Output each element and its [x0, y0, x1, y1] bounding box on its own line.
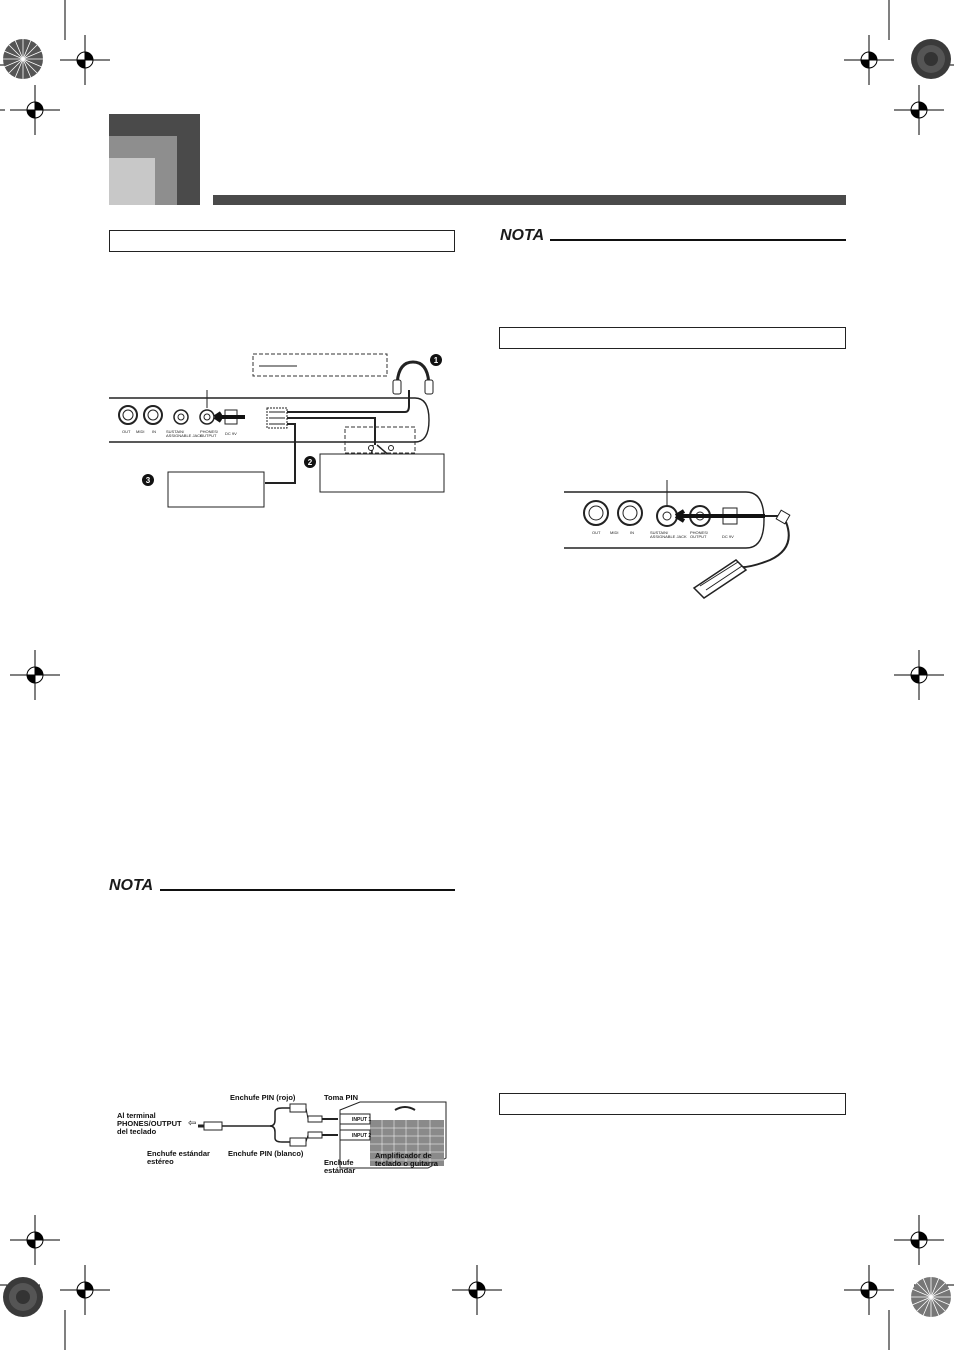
label-pin-jack: Toma PIN: [324, 1093, 359, 1102]
panel-right-midi: MIDI: [610, 530, 619, 535]
panel-left-midi: MIDI: [136, 429, 145, 434]
callout-3: 3: [146, 476, 151, 485]
midi-in-socket: [617, 500, 643, 526]
label-to-terminal: Al terminal PHONES/OUTPUT del teclado: [117, 1111, 182, 1136]
pedal-connection-diagram: [564, 480, 791, 599]
header-block-light: [109, 158, 155, 205]
amp-input-2: INPUT 2: [352, 1133, 372, 1139]
crosshair-mark: [10, 1215, 60, 1265]
color-rosette-top-left: [3, 39, 43, 79]
midi-out-socket: [583, 500, 609, 526]
panel-left-dc: DC 9V: [225, 431, 237, 436]
crosshair-mark: [844, 35, 894, 85]
label-stereo-plug: Enchufe estándar estéreo: [147, 1149, 210, 1166]
header-bar: [213, 195, 846, 205]
label-pin-white: Enchufe PIN (blanco): [228, 1149, 304, 1158]
panel-right-sustain: SUSTAIN/ ASSIGNABLE JACK: [650, 530, 687, 539]
callout-2: 2: [308, 458, 313, 467]
color-rosette-bottom-right: [911, 1277, 951, 1317]
panel-left-phones: PHONES/ OUTPUT: [200, 429, 219, 438]
crosshair-mark: [894, 1215, 944, 1265]
color-rosette-bottom-left: [3, 1277, 43, 1317]
midi-out-socket: [118, 405, 138, 425]
panel-left-in: IN: [152, 429, 156, 434]
crosshair-mark: [60, 35, 110, 85]
panel-left-out: OUT: [122, 429, 131, 434]
crosshair-mark: [844, 1265, 894, 1315]
label-amplifier: Amplificador de teclado o guitarra: [375, 1151, 438, 1168]
connection-diagram: 1 2 3: [109, 353, 445, 508]
crosshair-mark: [10, 85, 60, 135]
sustain-jack: [656, 505, 678, 527]
amp-input-1: INPUT 1: [352, 1117, 372, 1123]
label-pin-red: Enchufe PIN (rojo): [230, 1093, 296, 1102]
crosshair-mark: [452, 1265, 502, 1315]
color-rosette-top-right: [911, 39, 951, 79]
nota-heading-right: NOTA: [500, 227, 545, 244]
nota-rule-left: [160, 889, 455, 891]
arrow-left-icon: ⇦: [188, 1118, 197, 1129]
panel-left-sustain: SUSTAIN/ ASSIGNABLE JACK: [166, 429, 203, 438]
nota-heading-left: NOTA: [109, 877, 154, 894]
crosshair-mark: [60, 1265, 110, 1315]
midi-in-socket: [143, 405, 163, 425]
panel-right-out: OUT: [592, 530, 601, 535]
nota-rule-right: [550, 239, 846, 241]
panel-right-dc: DC 9V: [722, 534, 734, 539]
panel-right-phones: PHONES/ OUTPUT: [690, 530, 709, 539]
label-std-plug: Enchufe estándar: [324, 1158, 356, 1175]
section-heading-box-2: [499, 327, 846, 349]
callout-1: 1: [434, 356, 439, 365]
crosshair-mark: [894, 85, 944, 135]
crosshair-mark: [894, 650, 944, 700]
section-heading-box-3: [499, 1093, 846, 1115]
section-heading-box-1: [109, 230, 455, 252]
amplifier-diagram: [198, 1101, 447, 1169]
crosshair-mark: [10, 650, 60, 700]
panel-right-in: IN: [630, 530, 634, 535]
